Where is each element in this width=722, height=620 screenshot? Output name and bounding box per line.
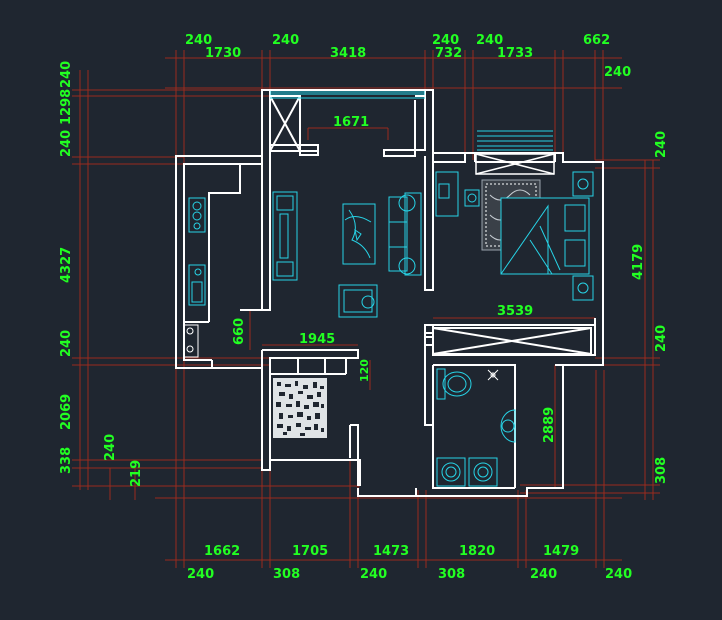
kitchen-stove (188, 197, 206, 233)
dim-bottom-1820: 1820 (459, 544, 495, 559)
walls (175, 89, 604, 497)
wash-basin (500, 409, 516, 443)
double-bed (500, 197, 590, 275)
dim-bottom-1479: 1479 (543, 544, 579, 559)
dim-bottom-1473: 1473 (373, 544, 409, 559)
dim-right-308: 308 (654, 457, 669, 484)
washer-dryer (436, 457, 498, 487)
dim-interior-120: 120 (358, 359, 371, 382)
dim-right-240b: 240 (654, 325, 669, 352)
dim-top-e: 662 (583, 33, 610, 48)
balcony-window (270, 91, 425, 99)
dim-bottom-240d: 240 (605, 567, 632, 582)
dim-top-1733: 1733 (497, 46, 533, 61)
dim-interior-1945: 1945 (299, 332, 335, 347)
dim-left-240d: 240 (103, 434, 118, 461)
dim-interior-1671: 1671 (333, 115, 369, 130)
dim-right-240a: 240 (654, 131, 669, 158)
dim-left-2069: 2069 (59, 394, 74, 430)
floor-drain (487, 369, 499, 381)
wall-kitchen-outer (175, 155, 262, 369)
dim-left-1298: 1298 (59, 89, 74, 125)
dim-bottom-1705: 1705 (292, 544, 328, 559)
dim-left-240c: 240 (59, 330, 74, 357)
dim-left-240a: 240 (59, 61, 74, 88)
dim-top-d: 240 (476, 33, 503, 48)
kitchen-sink (188, 264, 206, 306)
kitchen-fridge (183, 324, 199, 358)
bedroom-desk (435, 171, 480, 217)
bedroom-window-box (475, 153, 555, 175)
nightstands (572, 171, 594, 301)
toilet (436, 368, 472, 400)
dim-left-219: 219 (129, 460, 144, 487)
dim-top-c: 240 (432, 33, 459, 48)
dim-top-right: 240 (604, 65, 631, 80)
dimension-labels: 240 240 240 240 662 1730 3418 732 1733 2… (59, 33, 669, 582)
dim-top-a: 240 (185, 33, 212, 48)
armchair (338, 284, 378, 318)
wall-kitchen-inner (183, 163, 262, 361)
dim-top-3418: 3418 (330, 46, 366, 61)
dim-right-4179: 4179 (631, 244, 646, 280)
dim-bottom-240b: 240 (360, 567, 387, 582)
dim-top-1730: 1730 (205, 46, 241, 61)
dim-interior-660: 660 (232, 318, 247, 345)
dim-left-338: 338 (59, 447, 74, 474)
bedroom-window (477, 130, 553, 151)
dimension-lines (72, 50, 660, 568)
dim-left-4327: 4327 (59, 247, 74, 283)
dim-left-240b: 240 (59, 130, 74, 157)
dim-interior-2889: 2889 (542, 407, 557, 443)
dim-bottom-240c: 240 (530, 567, 557, 582)
sofa (388, 192, 422, 276)
dim-bottom-1662: 1662 (204, 544, 240, 559)
dim-top-b: 240 (272, 33, 299, 48)
dim-top-732: 732 (435, 46, 462, 61)
dim-interior-3539: 3539 (497, 304, 533, 319)
study-rug (273, 378, 327, 438)
coffee-table (342, 203, 376, 265)
dim-bottom-240a: 240 (187, 567, 214, 582)
dim-bottom-308b: 308 (438, 567, 465, 582)
tv-cabinet (272, 191, 298, 281)
wall-bedroom-right (555, 152, 604, 355)
dim-bottom-308a: 308 (273, 567, 300, 582)
